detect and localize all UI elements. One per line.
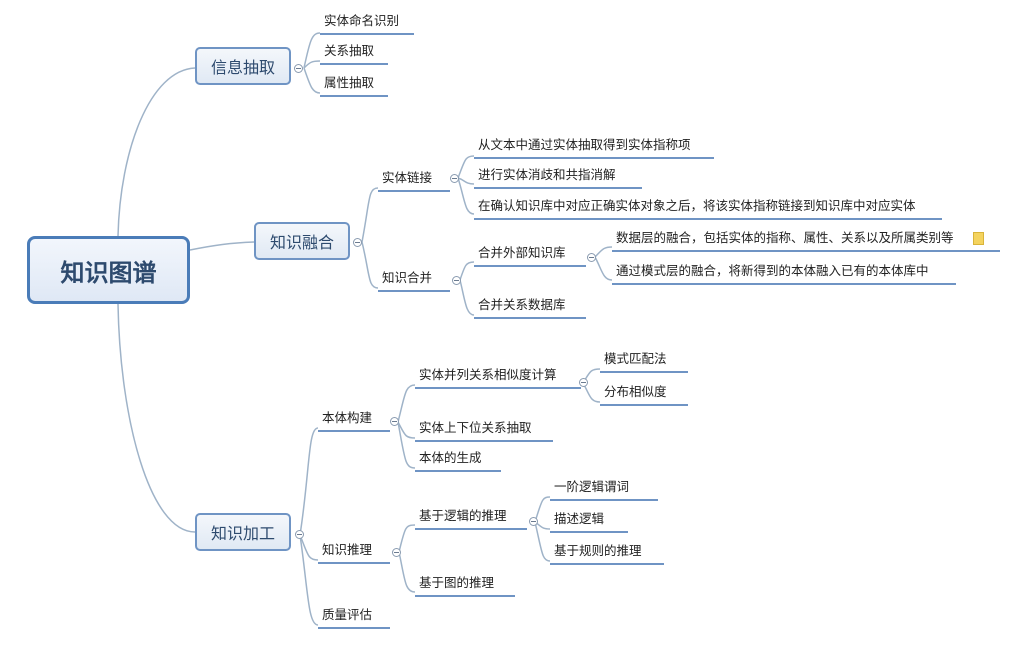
node-knowledge-merge[interactable]: 知识合并: [378, 270, 450, 292]
note-icon[interactable]: [973, 232, 984, 245]
leaf-disambiguation[interactable]: 进行实体消歧和共指消解: [474, 167, 642, 189]
collapse-toggle-icon[interactable]: [392, 548, 401, 557]
collapse-toggle-icon[interactable]: [579, 378, 588, 387]
branch-information-extraction[interactable]: 信息抽取: [195, 47, 291, 85]
leaf-attribute-extraction[interactable]: 属性抽取: [320, 75, 388, 97]
node-merge-external-kb[interactable]: 合并外部知识库: [474, 245, 586, 267]
leaf-link-to-kb[interactable]: 在确认知识库中对应正确实体对象之后，将该实体指称链接到知识库中对应实体: [474, 198, 942, 220]
node-knowledge-reasoning[interactable]: 知识推理: [318, 542, 390, 564]
leaf-named-entity-recognition[interactable]: 实体命名识别: [320, 13, 414, 35]
collapse-toggle-icon[interactable]: [587, 253, 596, 262]
leaf-merge-relational-db[interactable]: 合并关系数据库: [474, 297, 586, 319]
leaf-rule-based-reasoning[interactable]: 基于规则的推理: [550, 543, 664, 565]
leaf-data-layer-fusion[interactable]: 数据层的融合，包括实体的指称、属性、关系以及所属类别等: [612, 230, 1000, 252]
collapse-toggle-icon[interactable]: [294, 64, 303, 73]
leaf-hypernym-extraction[interactable]: 实体上下位关系抽取: [415, 420, 553, 442]
collapse-toggle-icon[interactable]: [529, 517, 538, 526]
leaf-pattern-matching[interactable]: 模式匹配法: [600, 351, 688, 373]
leaf-first-order-logic[interactable]: 一阶逻辑谓词: [550, 479, 658, 501]
node-similarity-computation[interactable]: 实体并列关系相似度计算: [415, 367, 581, 389]
leaf-ontology-generation[interactable]: 本体的生成: [415, 450, 501, 472]
collapse-toggle-icon[interactable]: [295, 530, 304, 539]
node-quality-assessment[interactable]: 质量评估: [318, 607, 390, 629]
node-logic-reasoning[interactable]: 基于逻辑的推理: [415, 508, 527, 530]
leaf-description-logic[interactable]: 描述逻辑: [550, 511, 628, 533]
root-node[interactable]: 知识图谱: [27, 236, 190, 304]
node-entity-linking[interactable]: 实体链接: [378, 170, 450, 192]
leaf-mention-extraction[interactable]: 从文本中通过实体抽取得到实体指称项: [474, 137, 714, 159]
leaf-relation-extraction[interactable]: 关系抽取: [320, 43, 388, 65]
branch-knowledge-processing[interactable]: 知识加工: [195, 513, 291, 551]
collapse-toggle-icon[interactable]: [390, 417, 399, 426]
node-ontology-construction[interactable]: 本体构建: [318, 410, 390, 432]
leaf-distribution-similarity[interactable]: 分布相似度: [600, 384, 688, 406]
leaf-schema-layer-fusion[interactable]: 通过模式层的融合，将新得到的本体融入已有的本体库中: [612, 263, 956, 285]
collapse-toggle-icon[interactable]: [452, 276, 461, 285]
collapse-toggle-icon[interactable]: [450, 174, 459, 183]
collapse-toggle-icon[interactable]: [353, 238, 362, 247]
leaf-graph-based-reasoning[interactable]: 基于图的推理: [415, 575, 515, 597]
branch-knowledge-fusion[interactable]: 知识融合: [254, 222, 350, 260]
